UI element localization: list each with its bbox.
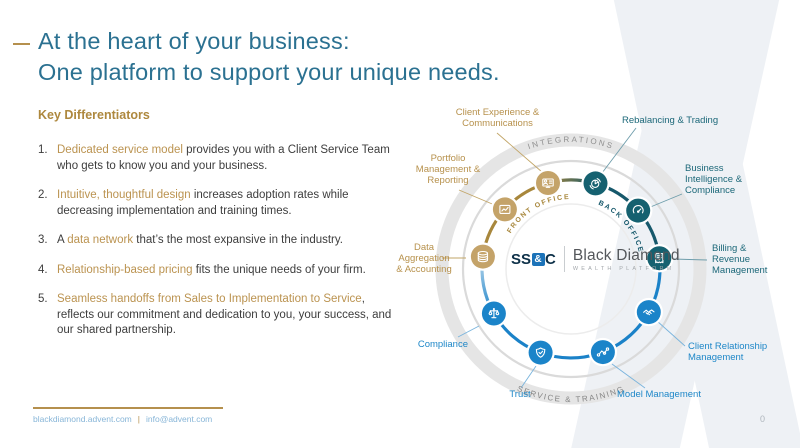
badge-data-aggregation (468, 242, 498, 271)
label-portfolio: Portfolio Management & Reporting (415, 153, 481, 186)
item-text: Relationship-based pricing fits the uniq… (57, 263, 366, 276)
item-number: 2. (38, 189, 48, 201)
gauge-icon (632, 205, 644, 214)
footer: blackdiamond.advent.com | info@advent.co… (33, 414, 212, 424)
database-icon (477, 250, 489, 263)
connector-business-intelligence (647, 193, 683, 209)
list-item: 3. A data network that’s the most expans… (38, 233, 402, 249)
footer-divider (33, 407, 223, 409)
connector-portfolio (458, 189, 498, 207)
label-client-experience: Client Experience & Communications (455, 107, 540, 129)
item-text: Seamless handoffs from Sales to Implemen… (57, 293, 392, 336)
footer-email-link[interactable]: info@advent.com (145, 414, 213, 424)
label-data-aggregation: Data Aggregation & Accounting (396, 242, 452, 275)
title-dash (13, 43, 30, 46)
connected-nodes-icon (596, 347, 610, 357)
badge-business-intelligence (624, 196, 653, 225)
connector-client-experience (496, 132, 543, 173)
connector-compliance (457, 325, 480, 338)
item-highlight: Relationship-based pricing (57, 263, 193, 276)
logo-divider (563, 246, 565, 272)
item-text: A data network that’s the most expansive… (57, 234, 343, 246)
item-text: Dedicated service model provides you wit… (57, 144, 390, 172)
handshake-icon (643, 309, 655, 316)
item-number: 4. (38, 263, 48, 276)
item-highlight: Dedicated service model (57, 144, 183, 156)
ssc-prefix: SS (511, 250, 532, 268)
connector-client-relationship (656, 320, 686, 347)
list-item: 2. Intuitive, thoughtful design increase… (38, 188, 402, 219)
ssc-wordmark: SS&C (511, 251, 556, 268)
ssc-ampersand-mark: & (531, 252, 545, 266)
page-title: At the heart of your business: One platf… (38, 26, 500, 88)
item-number: 3. (38, 234, 48, 246)
outer-gray-band (435, 133, 707, 405)
connector-rebalancing (598, 127, 637, 178)
title-line-2: One platform to support your unique need… (38, 59, 500, 85)
chart-window-icon (499, 204, 511, 214)
logo-name: Black Diamond (572, 246, 680, 264)
label-model: Model Management (617, 389, 701, 400)
black-diamond-wordmark: Black Diamond WEALTH PLATFORM (573, 247, 680, 272)
logo-platform: WEALTH PLATFORM (572, 265, 675, 272)
item-highlight: data network (67, 234, 134, 246)
list-item: 1. Dedicated service model provides you … (38, 143, 402, 174)
invoice-icon (655, 253, 664, 264)
presentation-person-icon (542, 178, 554, 188)
footer-website-link[interactable]: blackdiamond.advent.com (33, 414, 132, 424)
key-differentiators-list: 1. Dedicated service model provides you … (38, 143, 402, 353)
label-trust: Trust (509, 389, 531, 400)
badge-model (588, 337, 618, 367)
item-number: 1. (38, 144, 48, 156)
item-text: Intuitive, thoughtful design increases a… (57, 189, 349, 217)
list-item: 4. Relationship-based pricing fits the u… (38, 263, 402, 279)
label-business-intelligence: Business Intelligence & Compliance (685, 163, 743, 196)
connector-trust (520, 365, 537, 389)
label-billing: Billing & Revenue Management (712, 243, 768, 276)
pie-chart-arrows-icon (589, 178, 601, 190)
section-heading: Key Differentiators (38, 108, 150, 122)
badge-billing (645, 244, 674, 273)
footer-separator: | (137, 414, 140, 424)
badge-portfolio (490, 195, 520, 224)
label-rebalancing: Rebalancing & Trading (622, 115, 719, 126)
item-highlight: Intuitive, thoughtful design (57, 189, 191, 201)
ssc-suffix: C (545, 250, 556, 268)
badge-rebalancing (581, 169, 610, 198)
item-number: 5. (38, 293, 48, 305)
connector-lines (442, 127, 708, 389)
page-number: 0 (760, 414, 766, 424)
item-highlight: Seamless handoffs from Sales to Implemen… (57, 293, 362, 305)
badge-client-relationship (634, 297, 663, 327)
label-compliance: Compliance (417, 339, 468, 350)
ssc-black-diamond-logo: SS&C Black Diamond WEALTH PLATFORM (511, 246, 680, 272)
badge-trust (526, 338, 555, 367)
connector-billing (671, 258, 708, 261)
title-line-1: At the heart of your business: (38, 28, 350, 54)
shield-check-icon (535, 347, 546, 358)
badge-compliance (479, 299, 509, 328)
connector-model (611, 363, 646, 389)
balance-scale-icon (488, 308, 500, 319)
thin-gray-ring (461, 159, 681, 379)
inner-faint-ring (505, 203, 637, 335)
list-item: 5. Seamless handoffs from Sales to Imple… (38, 292, 402, 339)
label-client-relationship: Client Relationship Management (688, 341, 768, 363)
badge-client-experience (533, 168, 563, 198)
